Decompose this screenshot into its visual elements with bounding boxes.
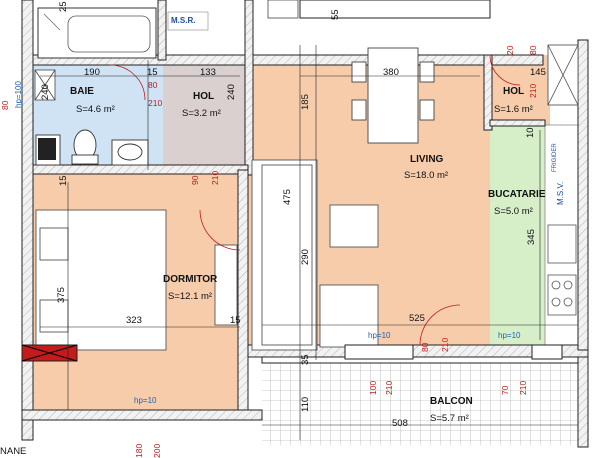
open-210f: 210 [518,380,528,395]
open-80b: 80 [528,45,538,55]
coffee-table [329,204,379,248]
washer-front [38,138,56,160]
room-name-hol-left: HOL [193,91,215,102]
room-name-bucatarie: BUCATARIE [488,189,546,200]
dim-240b: 240 [226,84,237,100]
room-area-hol-left: S=3.2 m² [182,108,221,119]
hp-10-b: hp=10 [498,331,521,340]
dim-375: 375 [56,287,67,303]
hp-100: hp=100 [14,81,23,108]
frigider-label: FRIGIDER [552,143,558,172]
open-210e: 210 [384,380,394,395]
dim-380: 380 [383,67,399,78]
bathtub [37,7,157,59]
dim-475: 475 [282,189,293,205]
dim-525: 525 [409,313,425,324]
dining-table [351,47,435,144]
msr-label: M.S.R. [171,16,196,25]
sofa [251,159,379,351]
room-area-baie: S=4.6 m² [76,104,115,115]
dim-323: 323 [126,315,142,326]
wardrobe [214,244,238,326]
msv-label: M.S.V. [556,181,565,205]
open-70: 70 [500,385,510,395]
dim-55: 55 [330,9,341,20]
room-name-hol-right: HOL [503,86,525,97]
room-area-dormitor: S=12.1 m² [168,291,213,302]
dim-15: 15 [147,67,158,78]
room-name-living: LIVING [410,154,444,165]
balcon-floor [262,360,580,445]
hp-10-c: hp=10 [134,396,157,405]
washbasin [111,139,149,166]
hp-10-a: hp=10 [368,331,391,340]
dim-190: 190 [84,67,100,78]
hol-left-floor [163,55,248,170]
open-210b: 210 [210,170,220,185]
room-area-living: S=18.0 m² [404,170,449,181]
open-210d: 210 [440,337,450,352]
toilet [71,129,99,165]
open-210a: 210 [148,98,163,108]
bucatarie-floor [490,125,550,345]
open-90: 90 [190,175,200,185]
dim-35: 35 [300,354,311,365]
room-name-dormitor: DORMITOR [163,274,218,285]
open-200: 200 [152,443,162,458]
dim-345: 345 [526,229,537,245]
open-210c: 210 [528,83,538,98]
open-80d: 80 [0,100,10,110]
dim-290: 290 [300,249,311,265]
shaft [34,0,579,106]
bed [35,209,167,351]
dim-240a: 240 [40,84,51,100]
room-area-balcon: S=5.7 m² [430,413,469,424]
dimension-lines [40,45,578,440]
open-20: 20 [505,45,515,55]
door-swings [109,54,521,346]
open-80a: 80 [148,80,158,90]
dim-15c: 15 [58,175,69,186]
dim-133: 133 [200,67,216,78]
hol-right-floor [490,55,550,125]
kitchen-units [547,224,577,316]
open-180: 180 [134,443,144,458]
windows [21,344,563,362]
dim-110: 110 [300,396,311,412]
msr-box [167,11,209,31]
dim-508: 508 [392,418,408,429]
dim-25: 25 [58,1,69,12]
room-area-hol-right: S=1.6 m² [494,104,533,115]
room-name-balcon: BALCON [430,396,473,407]
walls [21,0,589,448]
open-80c: 80 [420,342,430,352]
dim-15b: 15 [230,315,241,326]
dim-145: 145 [530,67,546,78]
plane-label: NANE [0,446,27,457]
dim-10: 10 [525,127,536,138]
room-name-baie: BAIE [70,86,94,97]
room-area-bucatarie: S=5.0 m² [494,206,533,217]
open-100: 100 [368,380,378,395]
dim-185: 185 [300,94,311,110]
